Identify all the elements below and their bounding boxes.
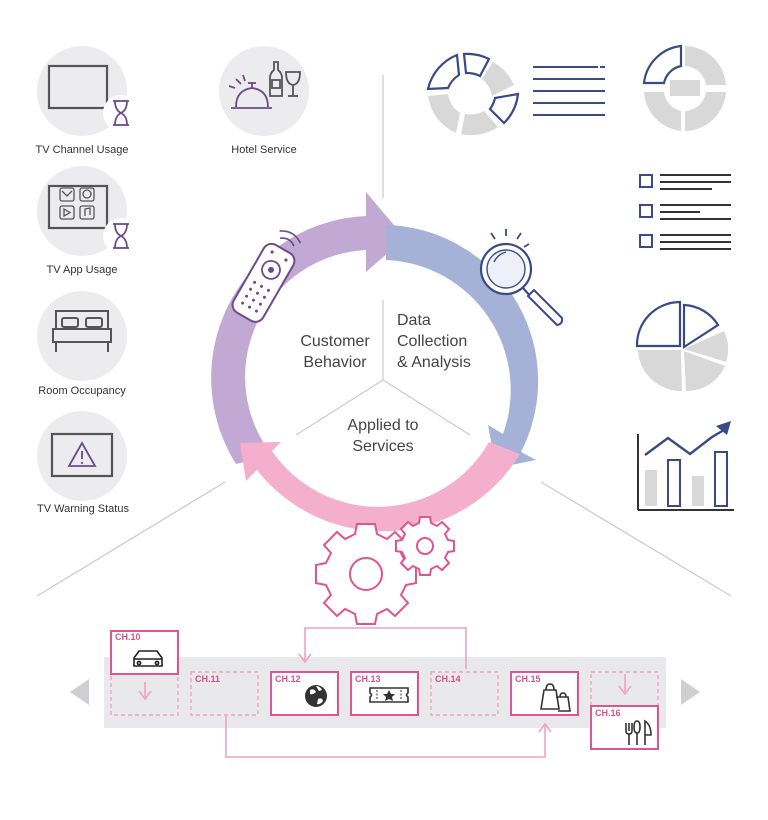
customer-behavior-arrow (211, 192, 405, 464)
pie-chart-icon (635, 300, 729, 392)
channel-box-ch10[interactable] (110, 630, 179, 675)
bar-trend-chart-icon (637, 421, 734, 511)
hotel-service-icon (219, 46, 309, 136)
tv-channel-usage-label: TV Channel Usage (35, 144, 129, 156)
magnifier-icon (479, 229, 564, 327)
channel-label-ch15: CH.15 (515, 674, 541, 684)
channel-label-ch11: CH.11 (195, 674, 220, 684)
channel-label-ch14: CH.14 (435, 674, 461, 684)
channel-box-ch13[interactable] (350, 671, 419, 716)
applied-services-label: Applied to Services (347, 417, 419, 455)
channel-box-ch16[interactable] (590, 705, 659, 750)
donut-segments-chart-icon (426, 52, 520, 136)
hotel-service-label: Hotel Service (231, 144, 297, 156)
channel-strip: CH.10 CH.11 CH.12 CH.13 CH.14 CH.15 CH.1… (70, 627, 700, 758)
channel-box-ch12[interactable] (270, 671, 339, 716)
tv-warning-status-icon (37, 411, 127, 501)
room-occupancy-label: Room Occupancy (38, 385, 126, 397)
tv-app-usage-icon (37, 166, 139, 256)
tv-warning-status-label: TV Warning Status (37, 503, 129, 515)
tv-app-usage-label: TV App Usage (46, 264, 118, 276)
room-occupancy-icon (37, 291, 127, 381)
next-arrow[interactable] (681, 679, 700, 705)
remote-control-icon (231, 230, 302, 323)
donut-ring-icon (642, 44, 726, 131)
divider-lines (36, 75, 732, 597)
tv-channel-usage-icon (37, 46, 139, 136)
channel-box-ch15[interactable] (510, 671, 579, 716)
customer-behavior-label: Customer Behavior (300, 333, 370, 371)
left-divider-line (36, 481, 226, 597)
channel-label-ch10: CH.10 (115, 632, 141, 642)
applied-services-arrow (240, 442, 520, 532)
gears-icon (315, 516, 455, 625)
channel-label-ch13: CH.13 (355, 674, 381, 684)
list-lines-icon (533, 66, 605, 116)
channel-label-ch16: CH.16 (595, 708, 621, 718)
prev-arrow[interactable] (70, 679, 89, 705)
right-divider-line (540, 481, 732, 597)
data-collection-label: Data Collection & Analysis (397, 312, 471, 371)
channel-label-ch12: CH.12 (275, 674, 301, 684)
checklist-icon (639, 174, 731, 250)
